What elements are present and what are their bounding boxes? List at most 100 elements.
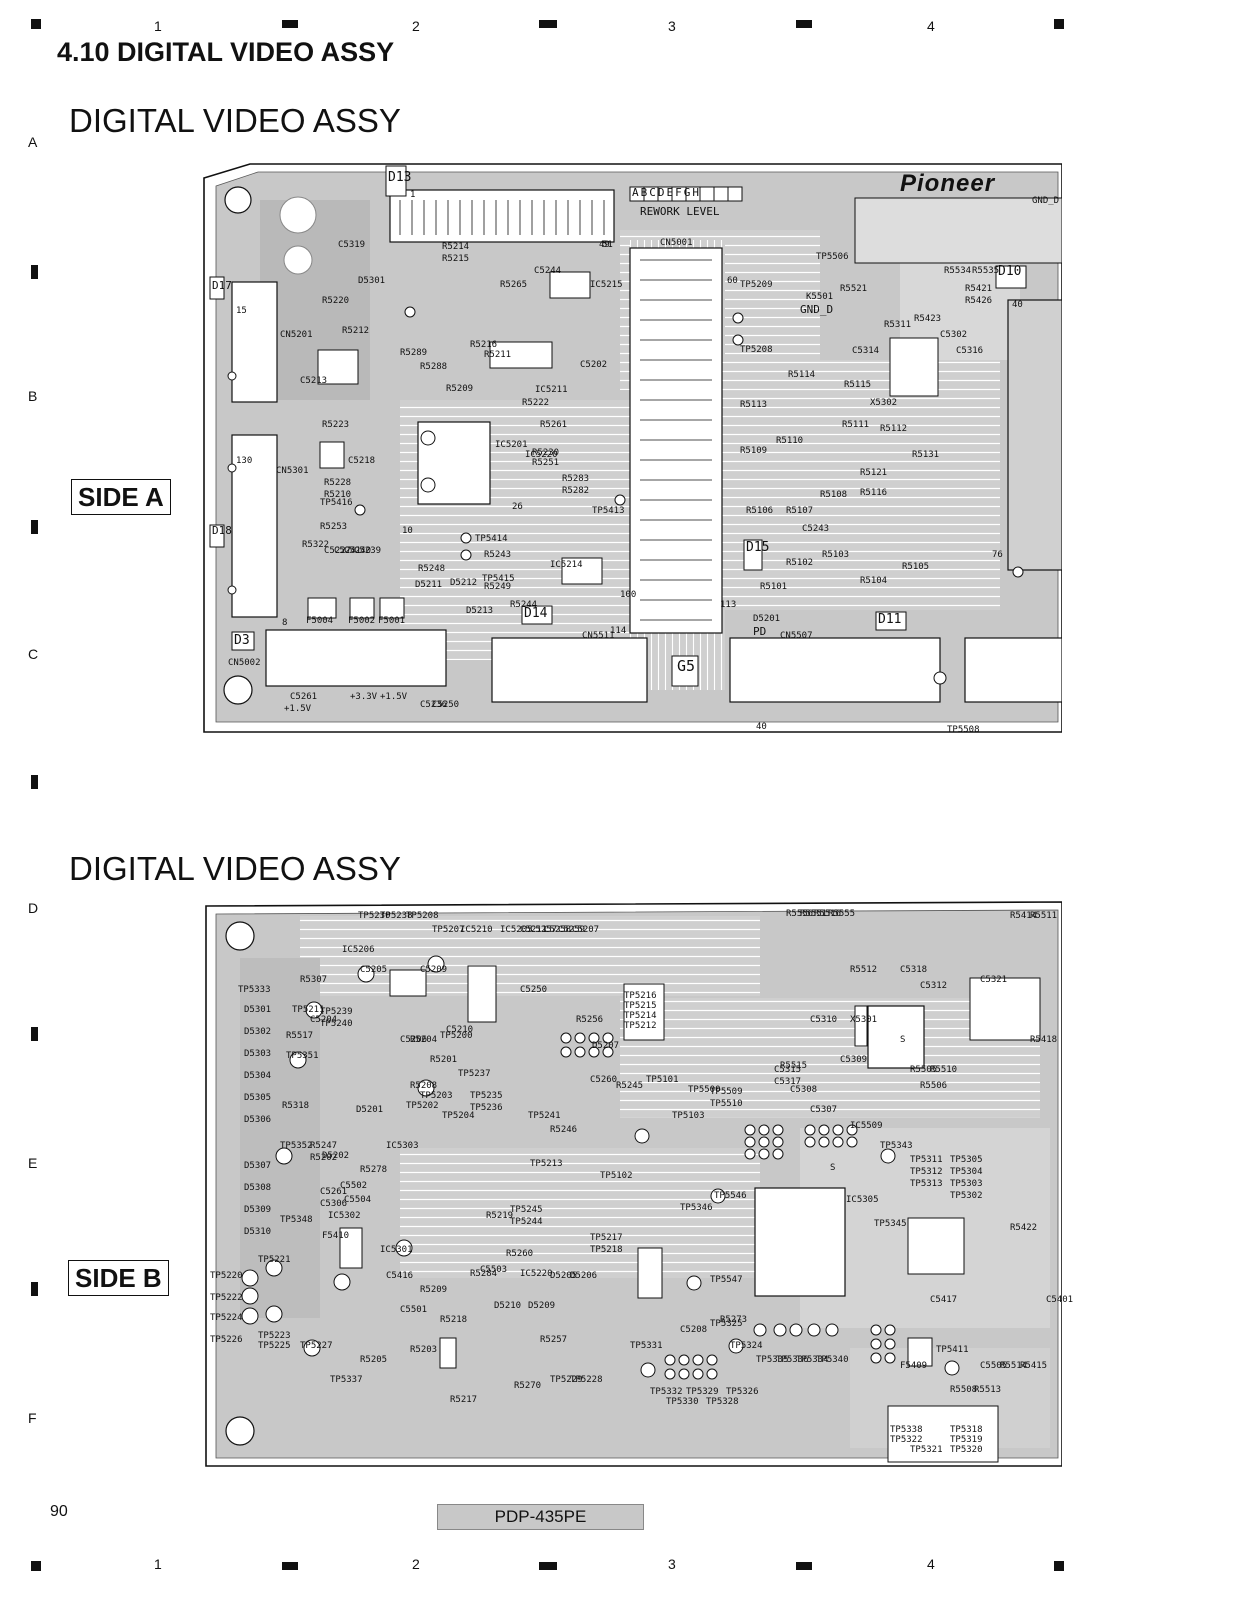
silk-label: R5322: [302, 540, 330, 550]
silk-label: R5251: [532, 458, 560, 468]
model-name: PDP-435PE: [437, 1504, 644, 1530]
silk-label: R5246: [550, 1125, 578, 1135]
silk-label: IC5303: [386, 1141, 419, 1151]
silk-label: TP5229: [550, 1375, 583, 1385]
silk-label: C5309: [840, 1055, 868, 1065]
silk-label: TP5238: [380, 911, 413, 921]
silk-label: R5414: [1010, 911, 1038, 921]
silk-label: 76: [992, 550, 1003, 560]
silk-label: TP5326: [726, 1387, 759, 1397]
silk-label: TP5208: [740, 345, 773, 355]
silk-label: R5109: [740, 446, 768, 456]
silk-label: TP5217: [590, 1233, 623, 1243]
silk-label: IC5220: [520, 1269, 553, 1279]
silk-label: CN5511: [582, 631, 615, 641]
silk-label: D5303: [244, 1049, 272, 1059]
silk-label: R5508: [950, 1385, 978, 1395]
silk-label: TP5331: [630, 1341, 663, 1351]
side-b-label: SIDE B: [68, 1260, 169, 1296]
row-letter-d: D: [28, 900, 39, 916]
silk-label: S: [900, 1035, 906, 1045]
col-number-4-bottom: 4: [927, 1556, 935, 1572]
frame-mark: [796, 1562, 812, 1570]
silk-label: TP5239: [320, 1007, 353, 1017]
silk-label: C5502: [340, 1181, 368, 1191]
silk-label: R5110: [776, 436, 804, 446]
frame-mark: [31, 1561, 41, 1571]
page-number: 90: [50, 1503, 68, 1520]
silk-label: TP5335: [756, 1355, 789, 1365]
silk-label: IC5301: [380, 1245, 413, 1255]
silk-label: TP5322: [890, 1435, 923, 1445]
silk-label: R5257: [540, 1335, 568, 1345]
rework-level-label: REWORK LEVEL: [640, 205, 720, 218]
silk-label: TP5218: [590, 1245, 623, 1255]
silk-label: TP5510: [710, 1099, 743, 1109]
silk-label: R5116: [860, 488, 888, 498]
silk-label: TP5546: [714, 1191, 747, 1201]
silk-label: R5288: [420, 362, 448, 372]
frame-mark: [31, 19, 41, 29]
silk-label: D5308: [244, 1183, 272, 1193]
silk-label: R5284: [470, 1269, 498, 1279]
silk-label: R5535: [972, 266, 1000, 276]
silk-label: C5319: [338, 240, 366, 250]
silk-label: R5102: [786, 558, 814, 568]
silk-label: IC5215: [590, 280, 623, 290]
silk-label: TP5329: [686, 1387, 719, 1397]
silk-label: R5311: [884, 320, 912, 330]
silk-label: D5209: [528, 1301, 556, 1311]
silk-label: C5250: [432, 700, 460, 710]
silk-label: R5201: [430, 1055, 458, 1065]
silk-label: C5417: [930, 1295, 958, 1305]
silk-label: +1.5V: [284, 704, 312, 714]
silk-label: R5101: [760, 582, 788, 592]
silk-label: TP5101: [646, 1075, 679, 1085]
silk-label: GND_D: [800, 303, 834, 316]
silk-label: TP5221: [258, 1255, 291, 1265]
silk-label: C5307: [810, 1105, 838, 1115]
silk-label: C5401: [1046, 1295, 1074, 1305]
silk-label: GND_D: [1032, 196, 1060, 206]
silk-label: C5239: [354, 546, 382, 556]
silk-label: TP5506: [816, 252, 849, 262]
silk-label: D5202: [322, 1151, 350, 1161]
silk-label: C5250: [520, 985, 548, 995]
silk-label: TP5345: [874, 1219, 907, 1229]
silk-label: C5501: [400, 1305, 428, 1315]
silk-label: D5201: [753, 614, 781, 624]
silk-label: 114: [610, 626, 627, 636]
silk-label: TP5203: [420, 1091, 453, 1101]
silk-label: R5115: [844, 380, 872, 390]
silk-label: TP5346: [680, 1203, 713, 1213]
silk-label: D5301: [358, 276, 386, 286]
silk-label: C5202: [580, 360, 608, 370]
silk-label: TP5547: [710, 1275, 743, 1285]
silk-label: R5223: [322, 420, 350, 430]
silk-label: R5222: [522, 398, 550, 408]
silk-label: 8: [282, 618, 288, 628]
silk-label: TP5222: [210, 1293, 243, 1303]
silk-label: +3.3V: [350, 692, 378, 702]
silk-label: IC5205: [500, 925, 533, 935]
silk-label: TP5240: [320, 1019, 353, 1029]
silk-label: TP5216: [624, 991, 657, 1001]
silk-label: C5315: [774, 1065, 802, 1075]
silk-label: D5212: [450, 578, 478, 588]
silk-label: CN5301: [276, 466, 309, 476]
silk-label: TP5241: [528, 1111, 561, 1121]
silk-label: R5415: [1020, 1361, 1048, 1371]
silk-label: R5216: [470, 340, 498, 350]
silk-label: 49: [599, 240, 610, 250]
silk-label: R5203: [410, 1345, 438, 1355]
silk-label: X5302: [870, 398, 898, 408]
silk-label: R5423: [914, 314, 942, 324]
silk-label: R5512: [850, 965, 878, 975]
silk-label: C5260: [590, 1075, 618, 1085]
silk-label: IC5509: [850, 1121, 883, 1131]
silk-label: C5316: [956, 346, 984, 356]
row-letter-e: E: [28, 1155, 38, 1171]
silk-label: D5207: [592, 1041, 620, 1051]
silk-label: R5108: [820, 490, 848, 500]
silk-label: R5202: [310, 1153, 338, 1163]
